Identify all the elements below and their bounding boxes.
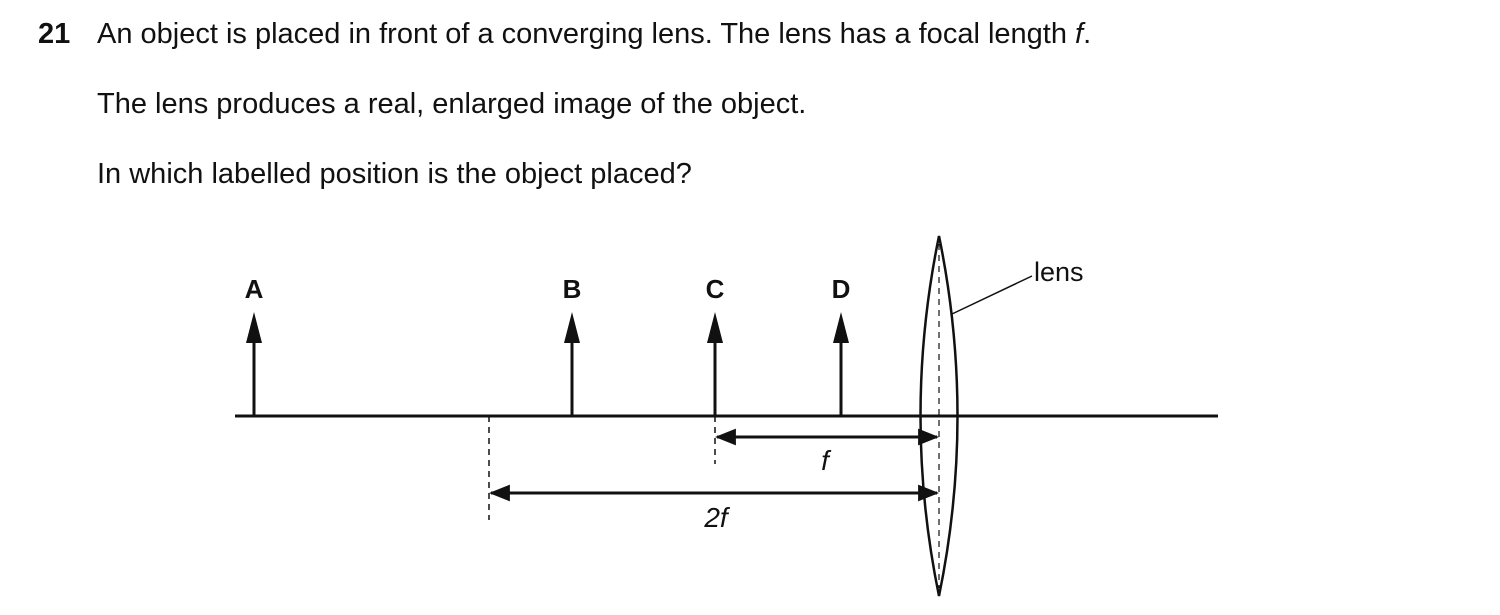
lens-label: lens bbox=[1034, 257, 1084, 287]
converging-lens bbox=[919, 235, 959, 597]
question-line-2: The lens produces a real, enlarged image… bbox=[97, 88, 807, 120]
dimension-label-2f: 2f bbox=[703, 502, 731, 533]
object-arrow-a bbox=[246, 312, 262, 416]
position-label-a: A bbox=[245, 274, 264, 304]
object-arrow-d bbox=[833, 312, 849, 416]
question-line-3: In which labelled position is the object… bbox=[97, 158, 692, 190]
focal-length-symbol: f bbox=[1075, 18, 1084, 50]
dimension-label-f: f bbox=[821, 445, 832, 476]
question-line-1-text: An object is placed in front of a conver… bbox=[97, 18, 1076, 50]
object-arrow-b bbox=[564, 312, 580, 416]
position-label-c: C bbox=[706, 274, 725, 304]
object-arrow-c bbox=[707, 312, 723, 416]
position-label-d: D bbox=[832, 274, 851, 304]
question-line-1-end: . bbox=[1083, 18, 1092, 50]
position-label-b: B bbox=[563, 274, 582, 304]
question-number: 21 bbox=[38, 18, 71, 50]
question-line-1: An object is placed in front of a conver… bbox=[97, 18, 1091, 51]
lens-leader-line bbox=[951, 275, 1033, 315]
